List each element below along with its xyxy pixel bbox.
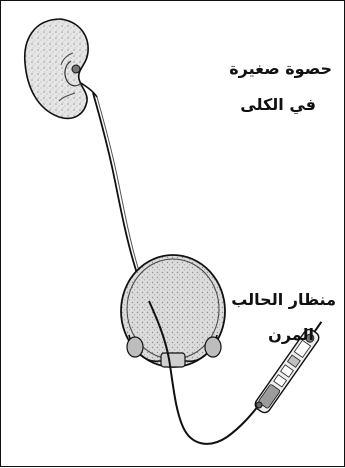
kidney-icon (25, 19, 97, 118)
kidney-stone-label-line1: حصوة صغيرة (229, 59, 332, 78)
bladder-icon (121, 255, 225, 367)
ureteroscope-label-line2: المرن (268, 325, 314, 344)
ureteroscope-label-line1: منظار الحالب (231, 290, 336, 309)
kidney-stone-label-line2: في الكلى (240, 95, 316, 114)
kidney-stone-icon (72, 65, 80, 73)
